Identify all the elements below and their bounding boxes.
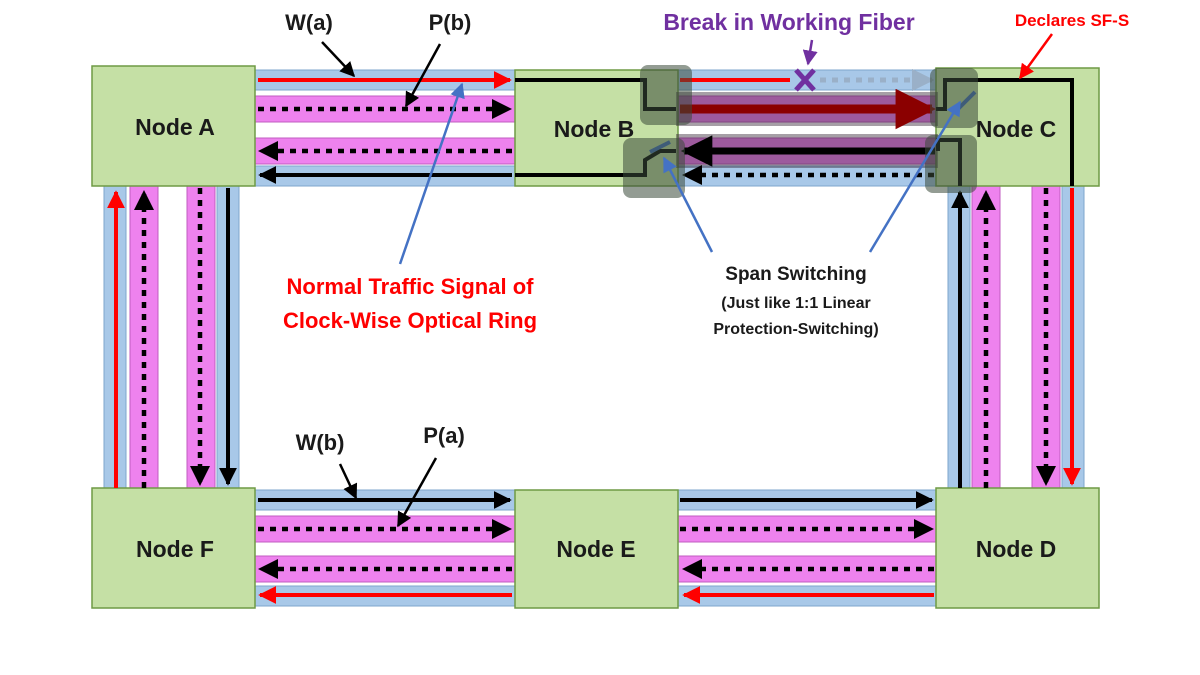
pointer-w-a (321, 41, 356, 78)
label-break: Break in Working Fiber (663, 9, 914, 35)
fiber-lanes (103, 69, 1085, 607)
node-b-label: Node B (554, 116, 635, 142)
label-w-a: W(a) (285, 10, 333, 35)
pointer-span-c (868, 100, 962, 253)
label-declares-sfs: Declares SF-S (1015, 11, 1129, 30)
label-normal-line1: Normal Traffic Signal of (287, 274, 535, 299)
annotations: W(a) P(b) Break in Working Fiber Declare… (283, 9, 1129, 528)
label-p-b: P(b) (429, 10, 472, 35)
label-normal-line2: Clock-Wise Optical Ring (283, 308, 537, 333)
pointer-normal-traffic (398, 82, 465, 265)
node-d-label: Node D (976, 536, 1057, 562)
node-d: Node D (935, 487, 1100, 609)
switch-boxes (623, 65, 978, 198)
pointer-p-b (404, 43, 442, 108)
node-a-label: Node A (135, 114, 215, 140)
pointer-span-b (662, 156, 714, 253)
pointer-p-a (396, 457, 438, 528)
pointer-declares (1018, 33, 1054, 80)
switch-box-b-top (640, 65, 692, 125)
label-p-a: P(a) (423, 423, 465, 448)
node-e: Node E (514, 489, 679, 609)
pointer-w-b (338, 463, 358, 500)
switch-box-c-bottom (925, 135, 977, 193)
node-f: Node F (91, 487, 256, 609)
node-c-label: Node C (976, 116, 1057, 142)
label-span-title: Span Switching (725, 264, 866, 285)
node-f-label: Node F (136, 536, 214, 562)
node-a: Node A (91, 65, 256, 187)
switch-box-b-bottom (623, 138, 685, 198)
x-cross-icon (794, 68, 816, 92)
label-span-line2: (Just like 1:1 Linear (721, 295, 870, 312)
pointer-break (802, 39, 818, 66)
label-span-line3: Protection-Switching) (713, 321, 878, 338)
node-e-label: Node E (556, 536, 635, 562)
label-w-b: W(b) (296, 430, 345, 455)
switch-box-c-top (930, 68, 978, 128)
